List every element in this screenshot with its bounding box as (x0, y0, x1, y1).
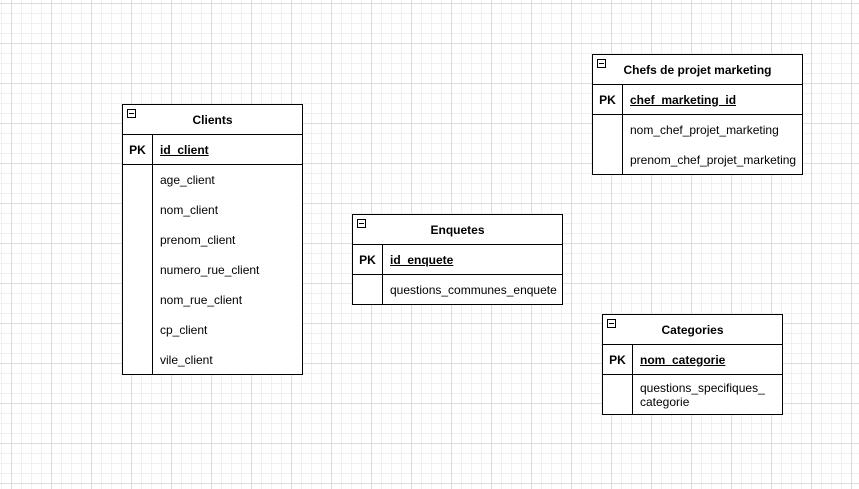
attribute-field: age_client (160, 173, 215, 187)
pk-label: PK (593, 85, 623, 114)
attribute-field: nom_client (160, 203, 219, 217)
attribute-field: questions_specifiques_ categorie (640, 380, 765, 409)
attribute-field: nom_rue_client (160, 293, 243, 307)
key-gutter (123, 165, 153, 375)
pk-label: PK (123, 135, 153, 164)
entity-header: Clients (123, 105, 302, 135)
key-gutter (603, 375, 633, 414)
attribute-section: questions_communes_enquete (353, 275, 562, 305)
pk-field: id_client (160, 142, 209, 157)
entity-enquetes[interactable]: Enquetes PK id_enquete questions_commune… (352, 214, 563, 305)
attribute-section: nom_chef_projet_marketing prenom_chef_pr… (593, 115, 802, 175)
attribute-field: prenom_client (160, 233, 236, 247)
attribute-field: cp_client (160, 323, 208, 337)
collapse-icon[interactable] (597, 59, 606, 68)
collapse-icon[interactable] (127, 109, 136, 118)
entity-title: Clients (192, 112, 233, 127)
attribute-field: numero_rue_client (160, 263, 260, 277)
collapse-icon[interactable] (357, 219, 366, 228)
entity-header: Chefs de projet marketing (593, 55, 802, 85)
pk-field: nom_categorie (640, 352, 726, 367)
entity-header: Enquetes (353, 215, 562, 245)
entity-header: Categories (603, 315, 782, 345)
entity-clients[interactable]: Clients PK id_client age_client nom_clie… (122, 104, 303, 375)
attribute-field: vile_client (160, 353, 213, 367)
entity-categories[interactable]: Categories PK nom_categorie questions_sp… (602, 314, 783, 415)
attribute-field: questions_communes_enquete (390, 283, 557, 297)
pk-label: PK (353, 245, 383, 274)
entity-chefs-de-projet-marketing[interactable]: Chefs de projet marketing PK chef_market… (592, 54, 803, 175)
pk-field: id_enquete (390, 252, 454, 267)
attribute-section: questions_specifiques_ categorie (603, 375, 782, 414)
primary-key-row: PK id_enquete (353, 245, 562, 275)
key-gutter (593, 115, 623, 175)
primary-key-row: PK id_client (123, 135, 302, 165)
primary-key-row: PK chef_marketing_id (593, 85, 802, 115)
primary-key-row: PK nom_categorie (603, 345, 782, 375)
pk-label: PK (603, 345, 633, 374)
collapse-icon[interactable] (607, 319, 616, 328)
pk-field: chef_marketing_id (630, 92, 737, 107)
entity-title: Categories (661, 322, 724, 337)
entity-title: Enquetes (430, 222, 485, 237)
key-gutter (353, 275, 383, 305)
attribute-field: prenom_chef_projet_marketing (630, 153, 797, 167)
entity-title: Chefs de projet marketing (623, 62, 772, 77)
attribute-section: age_client nom_client prenom_client nume… (123, 165, 302, 375)
attribute-field: nom_chef_projet_marketing (630, 123, 779, 137)
